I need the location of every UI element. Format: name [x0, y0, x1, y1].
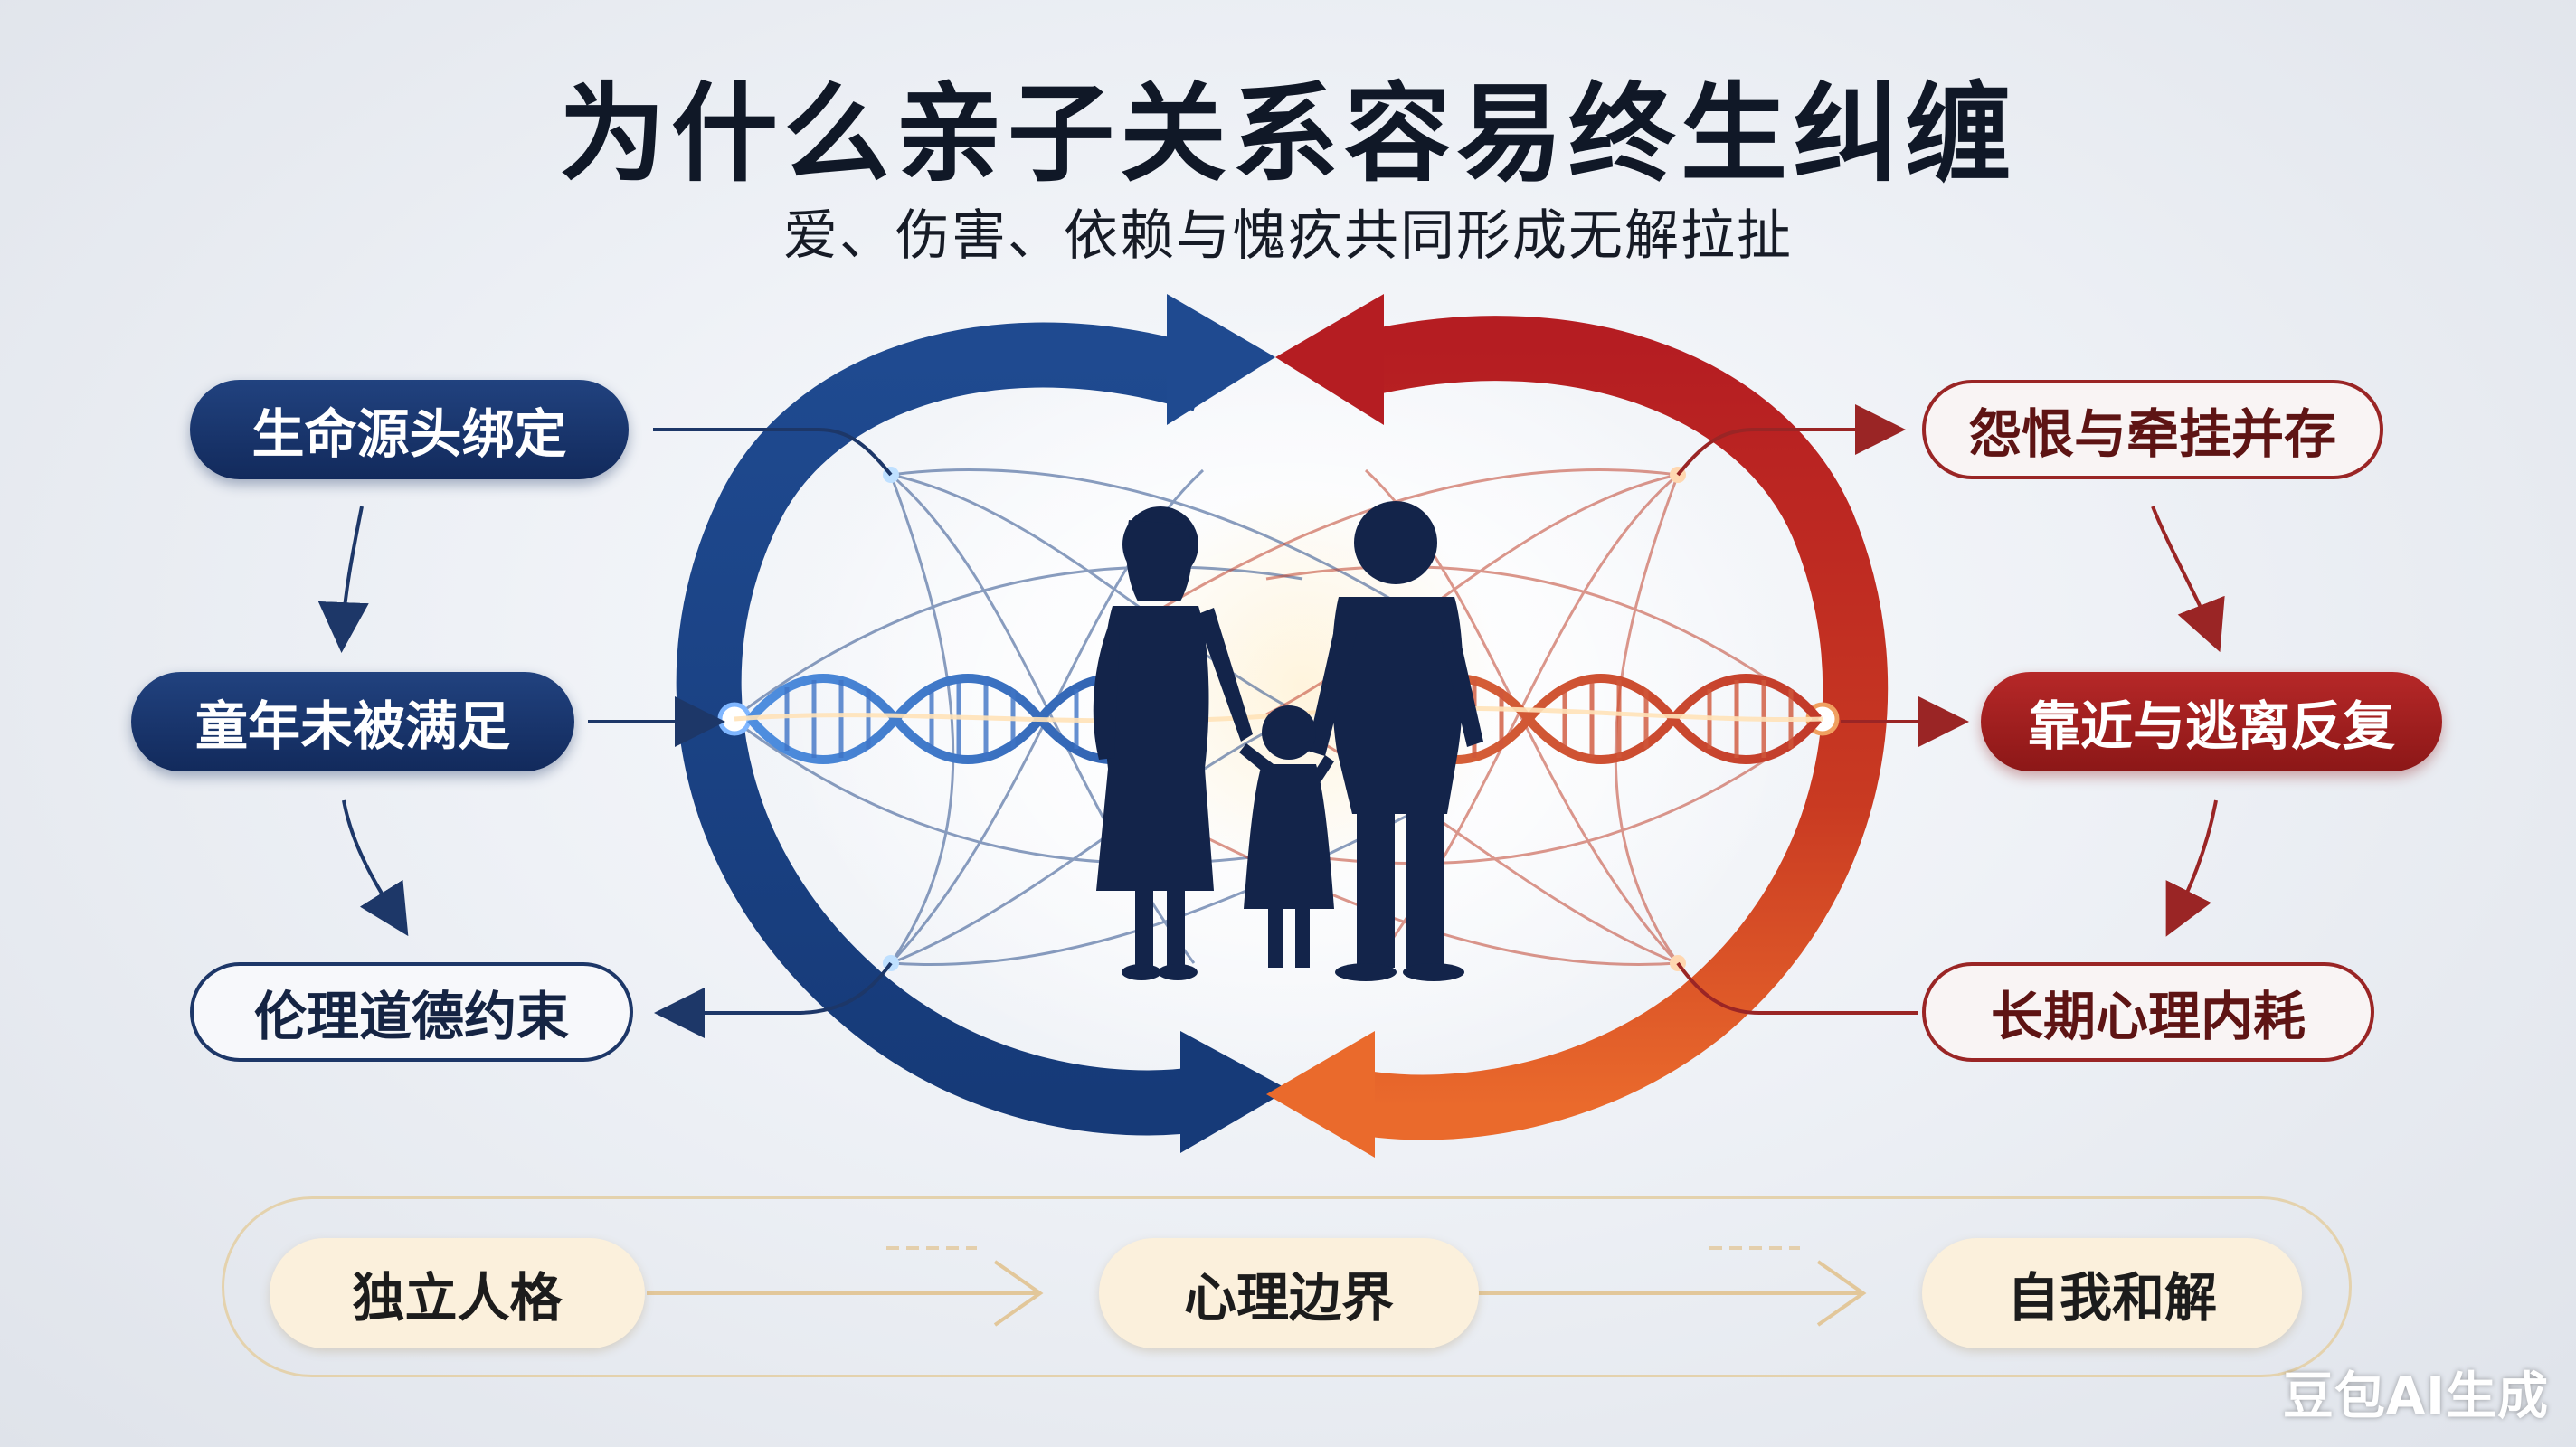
node-label: 靠近与逃离反复	[2027, 695, 2395, 757]
step-label: 自我和解	[2006, 1267, 2217, 1329]
bottom-flow-frame	[222, 1196, 2352, 1377]
node-label: 怨恨与牵挂并存	[1968, 403, 2336, 465]
node-childhood-unmet: 童年未被满足	[131, 672, 574, 771]
step-independent-personality: 独立人格	[270, 1238, 645, 1348]
node-label: 童年未被满足	[194, 695, 510, 757]
arrowhead-top-blue-icon	[1167, 294, 1275, 425]
node-life-origin-bond: 生命源头绑定	[190, 380, 629, 479]
node-label: 长期心理内耗	[1990, 986, 2306, 1047]
node-approach-and-escape: 靠近与逃离反复	[1981, 672, 2442, 771]
node-label: 伦理道德约束	[253, 986, 569, 1047]
left-connectors	[317, 428, 893, 1038]
watermark: 豆包AI生成	[2282, 1367, 2549, 1426]
family-silhouette-icon	[1093, 501, 1483, 981]
red-cycle-arrow	[1266, 294, 1889, 1158]
right-connectors	[1676, 404, 2225, 1015]
node-long-term-exhaustion: 长期心理内耗	[1922, 962, 2374, 1062]
step-self-reconciliation: 自我和解	[1922, 1238, 2302, 1348]
node-label: 生命源头绑定	[251, 403, 567, 465]
page-title: 为什么亲子关系容易终生纠缠	[558, 71, 2017, 196]
arrowhead-top-red-icon	[1275, 294, 1384, 425]
node-resentment-and-care: 怨恨与牵挂并存	[1922, 380, 2383, 479]
step-psychological-boundary: 心理边界	[1099, 1238, 1479, 1348]
arrowhead-bottom-blue-icon	[1180, 1031, 1289, 1153]
arrowhead-bottom-red-icon	[1266, 1031, 1375, 1158]
node-ethical-constraint: 伦理道德约束	[190, 962, 633, 1062]
page-subtitle: 爱、伤害、依赖与愧疚共同形成无解拉扯	[783, 204, 1793, 268]
step-label: 心理边界	[1183, 1267, 1394, 1329]
bottom-flow-arrows	[647, 1246, 1867, 1327]
step-label: 独立人格	[352, 1267, 563, 1329]
